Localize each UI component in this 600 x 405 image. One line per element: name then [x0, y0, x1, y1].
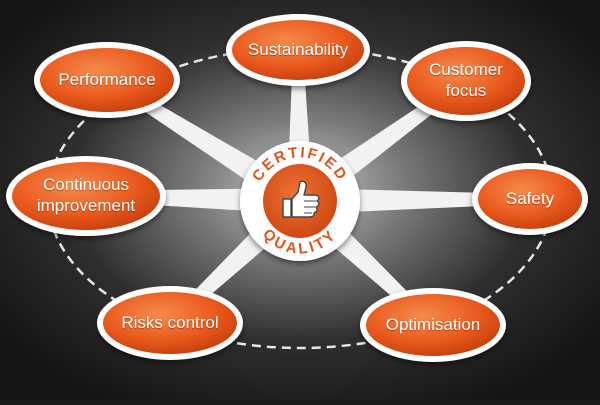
- node-fill-safety: [478, 169, 582, 229]
- node-fill-continuous-improvement: [12, 162, 160, 230]
- node-optimisation: [360, 288, 506, 362]
- nodes-layer: [6, 14, 588, 362]
- node-performance: [34, 42, 180, 118]
- node-customer-focus: [401, 41, 531, 121]
- node-sustainability: [226, 14, 370, 86]
- node-fill-optimisation: [366, 294, 500, 356]
- node-continuous-improvement: [6, 156, 166, 236]
- node-label-safety: Safety: [505, 188, 555, 208]
- node-label-continuous-improvement: Continuous improvement: [36, 175, 136, 215]
- node-risks-control: [97, 286, 243, 360]
- node-safety: [472, 163, 588, 235]
- node-fill-sustainability: [232, 20, 364, 80]
- thumbs-up-icon: [282, 180, 320, 218]
- hub: CERTIFIED QUALITY: [240, 141, 360, 261]
- node-label-performance: Performance: [58, 69, 156, 89]
- node-fill-performance: [40, 48, 174, 112]
- node-fill-risks-control: [103, 292, 237, 354]
- node-fill-customer-focus: [407, 47, 525, 115]
- node-label-sustainability: Sustainability: [247, 39, 349, 59]
- node-label-customer-focus: Customer focus: [429, 60, 503, 100]
- node-label-optimisation: Optimisation: [385, 314, 481, 334]
- node-label-risks-control: Risks control: [121, 312, 219, 332]
